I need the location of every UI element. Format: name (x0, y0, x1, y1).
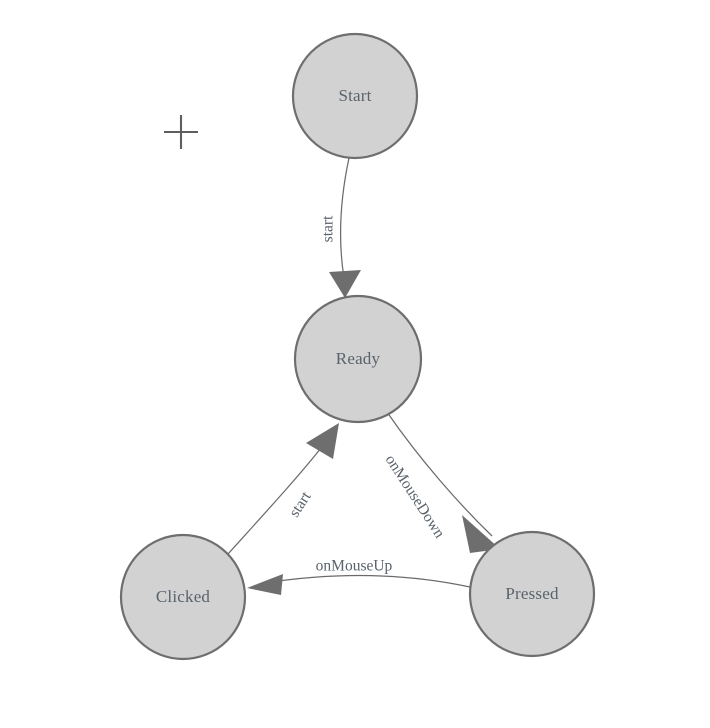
node-start[interactable]: Start (291, 32, 419, 160)
node-clicked-label: Clicked (156, 587, 211, 606)
edge-pressed-to-clicked-line (264, 574, 471, 588)
node-ready-label: Ready (336, 349, 381, 368)
edge-label-start-to-ready: start (320, 215, 337, 242)
edge-start-to-ready-arrowhead (329, 270, 361, 298)
edge-start-to-ready[interactable] (329, 157, 361, 298)
node-clicked-shape (119, 533, 247, 661)
edge-label-ready-to-pressed: onMouseDown (382, 452, 448, 542)
edge-label-pressed-to-clicked: onMouseUp (316, 558, 393, 575)
edge-ready-to-pressed-line (386, 411, 493, 537)
edge-clicked-to-ready-line (227, 442, 326, 555)
node-clicked[interactable]: Clicked (119, 533, 247, 661)
node-ready[interactable]: Ready (293, 294, 423, 424)
crosshair-icon[interactable] (164, 115, 198, 149)
edge-label-clicked-to-ready: start (286, 488, 315, 520)
edge-clicked-to-ready-arrowhead (306, 423, 339, 459)
edge-pressed-to-clicked-arrowhead (247, 574, 283, 595)
edge-pressed-to-clicked[interactable] (247, 574, 471, 595)
node-ready-shape (293, 294, 423, 424)
node-pressed-shape (468, 530, 596, 658)
node-start-shape (291, 32, 419, 160)
edge-ready-to-pressed[interactable] (386, 411, 500, 553)
node-pressed-label: Pressed (505, 584, 559, 603)
edge-start-to-ready-line (339, 157, 350, 279)
edge-ready-to-pressed-arrowhead (462, 515, 500, 553)
edge-clicked-to-ready[interactable] (227, 423, 339, 555)
node-pressed[interactable]: Pressed (468, 530, 596, 658)
node-start-label: Start (338, 86, 371, 105)
